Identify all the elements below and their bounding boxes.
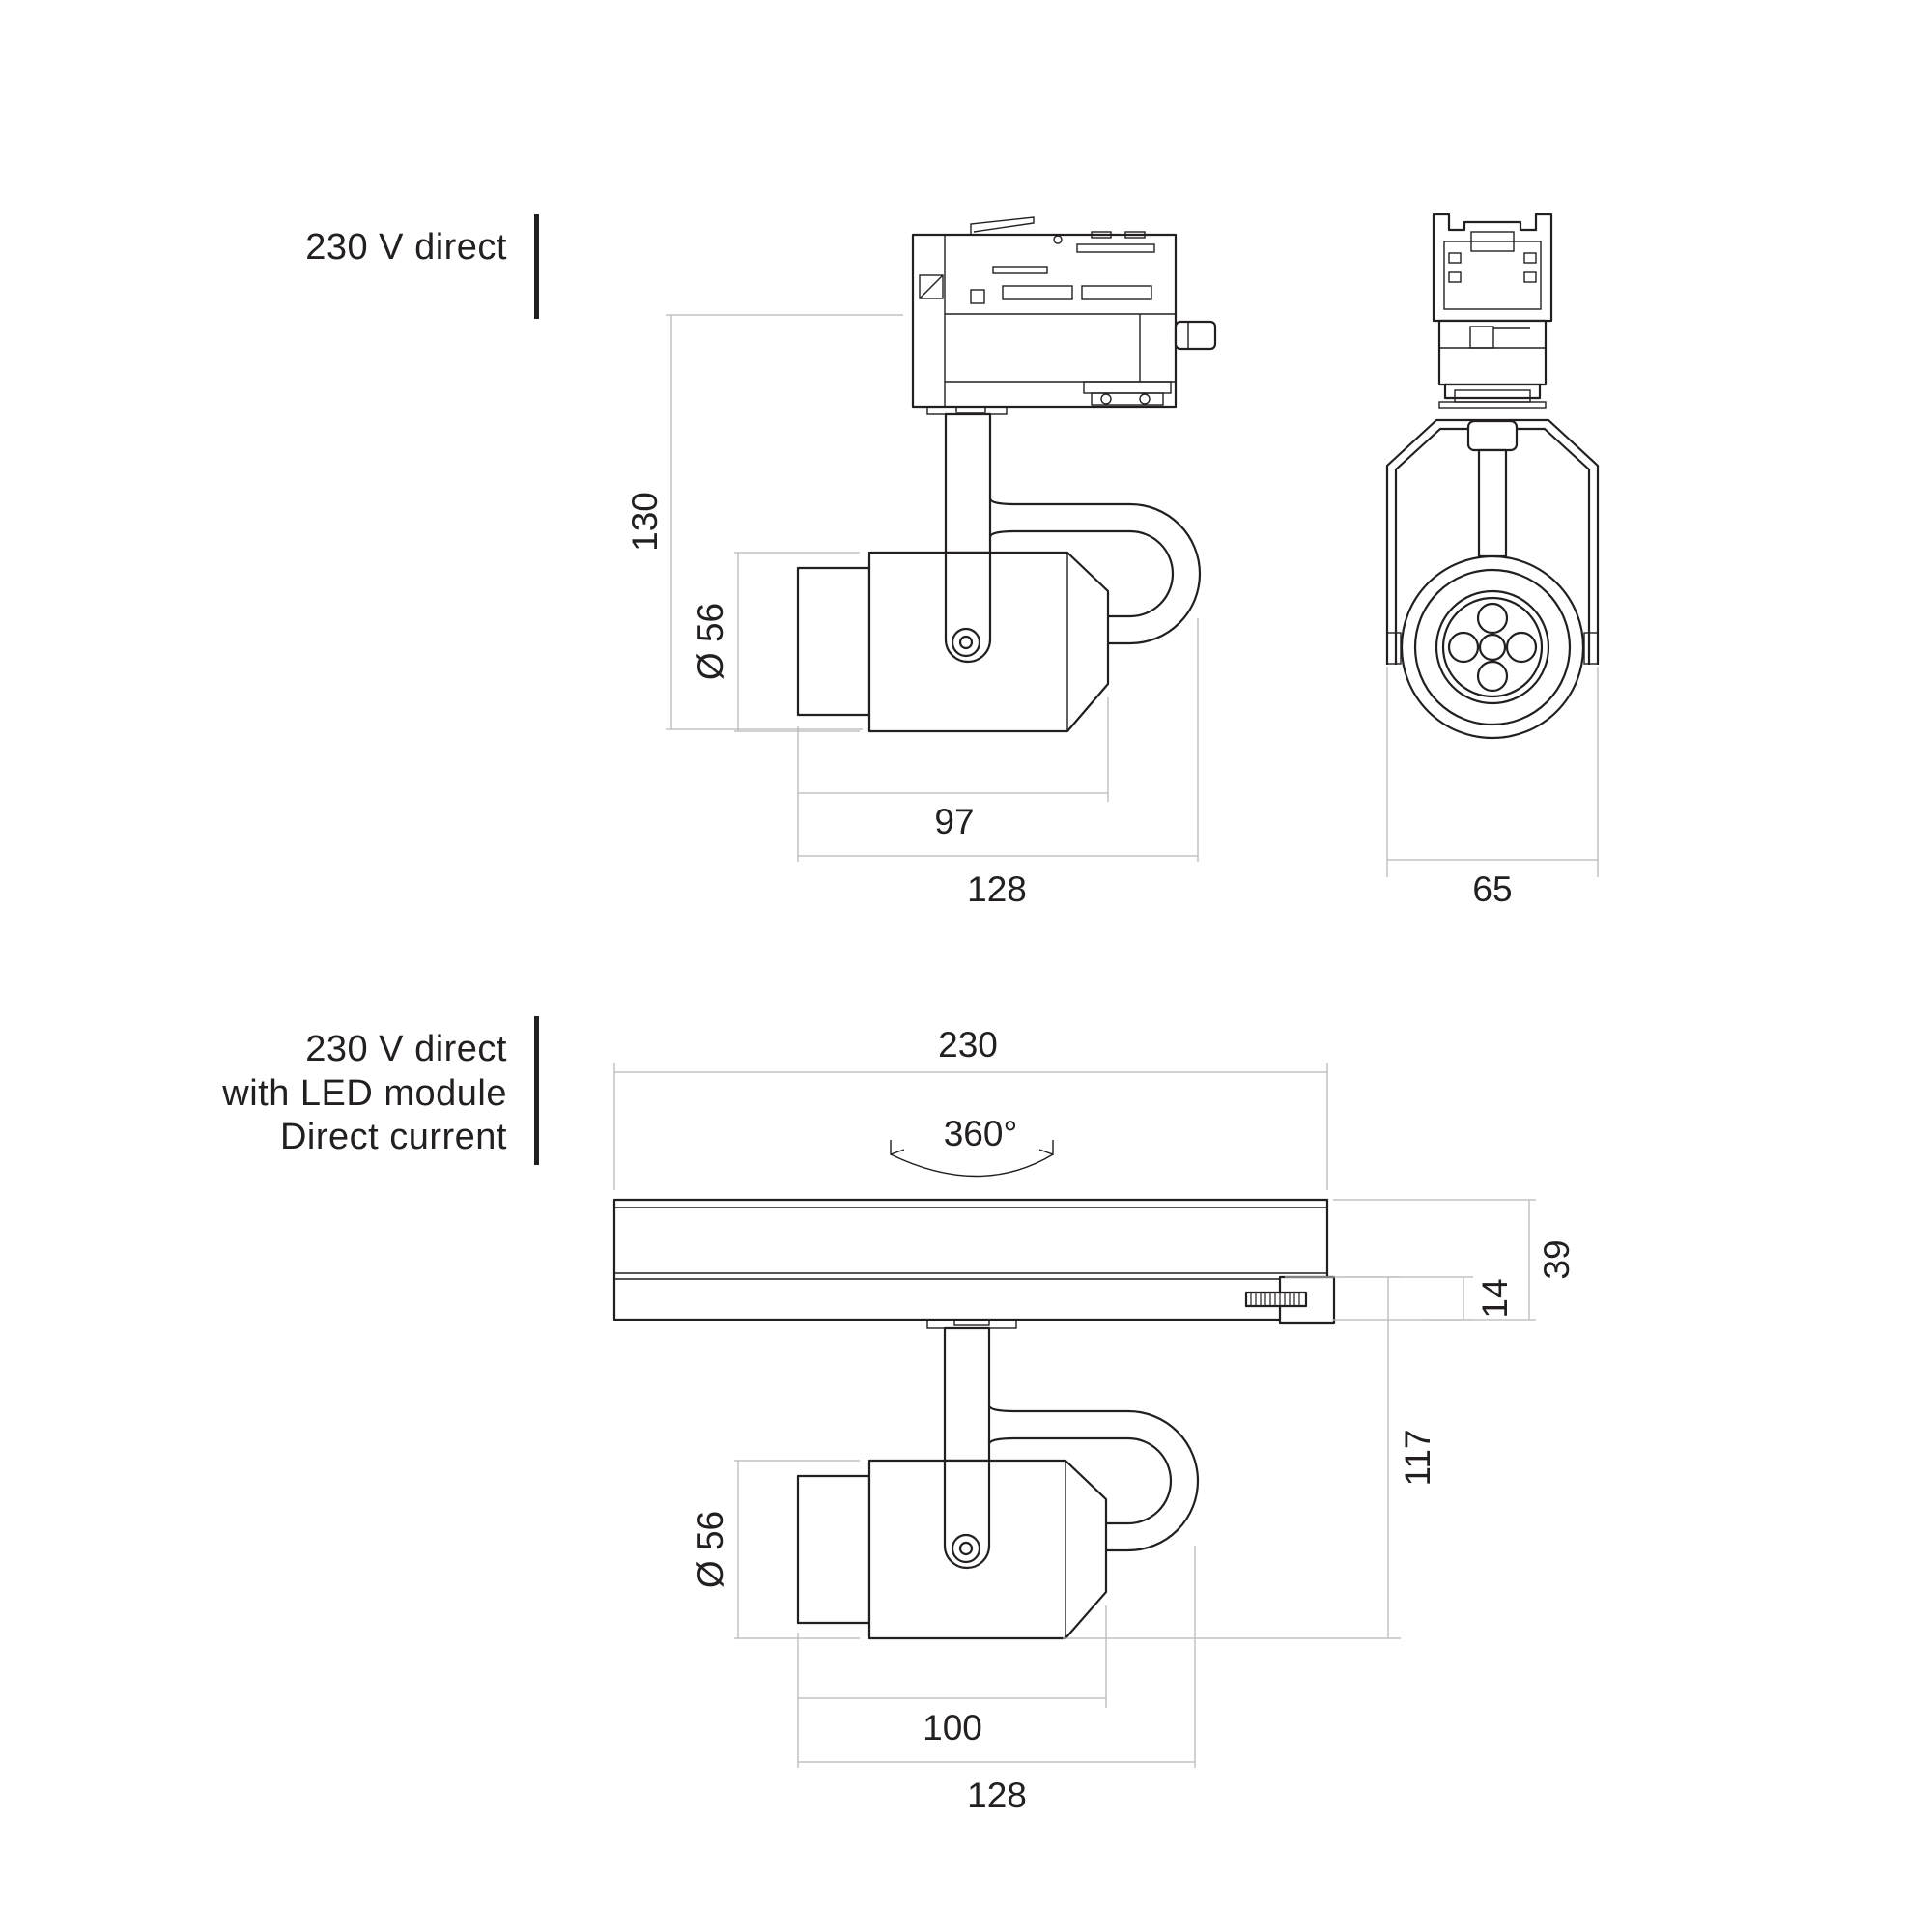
stem-pivot-bottom xyxy=(943,1459,991,1570)
section-bottom-divider xyxy=(534,1016,539,1165)
dim-top-body-length: 97 xyxy=(934,802,974,841)
led-bottom xyxy=(1476,660,1509,693)
section-label-bottom: 230 V direct with LED module Direct curr… xyxy=(221,1016,539,1165)
section-bottom-line-3: Direct current xyxy=(280,1117,507,1157)
front-adapter-lower xyxy=(1437,319,1548,386)
dim-bottom-diameter: Ø 56 xyxy=(691,1511,730,1588)
section-top-line-1: 230 V direct xyxy=(305,227,507,268)
track-adapter-body xyxy=(911,233,1178,409)
bottom-side-view: 230 360° 39 14 117 Ø 56 100 128 xyxy=(612,1025,1577,1815)
lamp-reflector-inner xyxy=(1441,596,1544,698)
dim-top-total-length: 128 xyxy=(967,869,1027,909)
dim-bottom-total-length: 128 xyxy=(967,1776,1027,1815)
power-cable-upper-bottom xyxy=(987,1405,1200,1552)
dim-top-front-width: 65 xyxy=(1472,869,1512,909)
led-right xyxy=(1505,631,1538,664)
led-center xyxy=(1478,633,1507,662)
power-cable-upper xyxy=(988,497,1202,645)
front-stem xyxy=(1477,448,1508,558)
adapter-knob xyxy=(1174,320,1217,351)
yoke-hub xyxy=(1466,419,1519,452)
top-side-view: 130 Ø 56 97 128 xyxy=(625,216,1217,909)
led-left xyxy=(1447,631,1480,664)
section-label-top: 230 V direct xyxy=(305,214,539,319)
stem-pivot xyxy=(944,551,992,664)
section-top-divider xyxy=(534,214,539,319)
dim-bottom-height: 117 xyxy=(1398,1430,1437,1487)
section-bottom-line-2: with LED module xyxy=(221,1073,507,1114)
top-front-view: 65 xyxy=(1385,213,1600,909)
track-profile xyxy=(612,1198,1329,1321)
lamp-front-ring xyxy=(1413,568,1572,726)
pivot-screw-inner xyxy=(958,635,974,650)
lamp-front-ring-bottom xyxy=(796,1474,871,1625)
pivot-screw-outer xyxy=(951,627,981,658)
dim-top-height: 130 xyxy=(625,492,665,552)
dim-bottom-rotation: 360° xyxy=(944,1114,1018,1153)
dim-bottom-track-height: 39 xyxy=(1537,1239,1577,1279)
dim-bottom-body-length: 100 xyxy=(923,1708,982,1747)
rotation-arc xyxy=(890,1153,1054,1178)
lamp-front-rim xyxy=(1400,554,1585,740)
section-bottom-line-1: 230 V direct xyxy=(305,1029,507,1069)
power-cable-lower xyxy=(988,529,1175,618)
pivot-screw-inner-bottom xyxy=(958,1541,974,1556)
lamp-reflector xyxy=(1435,589,1550,705)
dim-bottom-adapter-height: 14 xyxy=(1475,1278,1515,1318)
track-connector-grip xyxy=(1244,1291,1308,1308)
power-cable-lower-bottom xyxy=(987,1436,1173,1525)
pivot-screw-outer-bottom xyxy=(951,1533,981,1564)
dim-top-diameter: Ø 56 xyxy=(691,603,730,680)
led-top xyxy=(1476,602,1509,635)
front-adapter-head xyxy=(1432,213,1553,323)
dim-bottom-track-length: 230 xyxy=(938,1025,998,1065)
front-adapter-clip xyxy=(1443,383,1542,400)
lamp-front-ring xyxy=(796,566,871,717)
